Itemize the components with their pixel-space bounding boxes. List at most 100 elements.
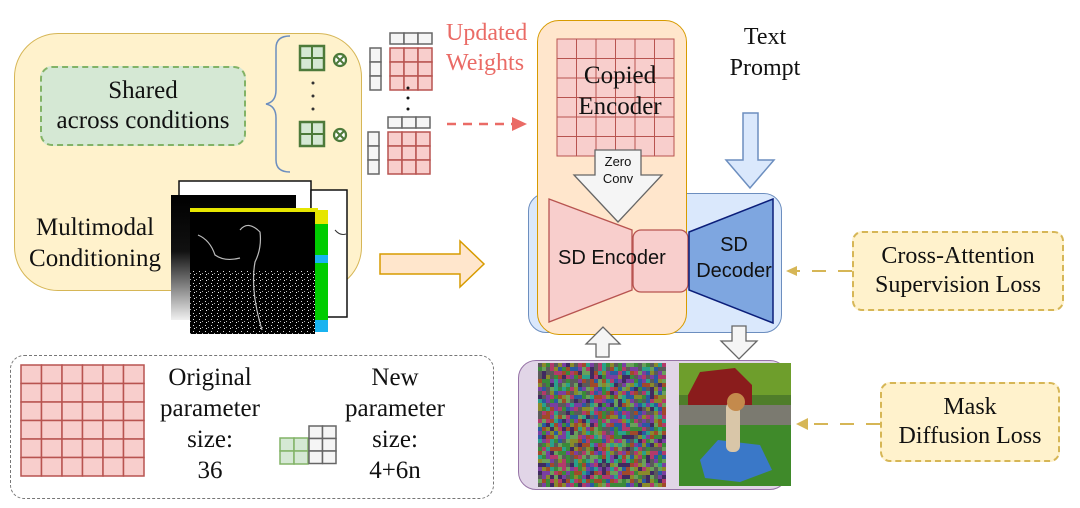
noise-pixel <box>658 459 662 463</box>
noise-pixel <box>642 383 646 387</box>
noise-pixel <box>654 447 658 451</box>
noise-pixel <box>618 479 622 483</box>
noise-pixel <box>654 451 658 455</box>
noise-pixel <box>598 471 602 475</box>
noise-pixel <box>574 367 578 371</box>
legend-red-cell <box>61 438 84 459</box>
noise-pixel <box>550 475 554 479</box>
noise-pixel <box>590 403 594 407</box>
noise-pixel <box>598 411 602 415</box>
noise-pixel <box>566 463 570 467</box>
noise-pixel <box>602 483 606 487</box>
noise-pixel <box>554 423 558 427</box>
legend-red-cell <box>102 401 125 422</box>
noise-pixel <box>582 375 586 379</box>
noise-pixel <box>626 379 630 383</box>
noise-pixel <box>614 399 618 403</box>
noise-pixel <box>610 371 614 375</box>
noise-pixel <box>618 419 622 423</box>
noise-pixel <box>598 415 602 419</box>
noise-pixel <box>566 471 570 475</box>
noise-pixel <box>586 447 590 451</box>
noise-pixel <box>558 447 562 451</box>
noise-pixel <box>542 455 546 459</box>
noise-pixel <box>658 463 662 467</box>
noise-pixel <box>558 443 562 447</box>
noise-pixel <box>638 483 642 487</box>
noise-pixel <box>546 363 550 367</box>
noise-pixel <box>626 375 630 379</box>
text-prompt-label: Text Prompt <box>715 22 815 84</box>
noise-pixel <box>638 419 642 423</box>
noise-pixel <box>630 407 634 411</box>
conditioning-input-arrow <box>379 239 486 289</box>
noise-pixel <box>542 467 546 471</box>
noise-pixel <box>654 467 658 471</box>
noise-pixel <box>586 411 590 415</box>
legend-red-cell <box>40 364 63 385</box>
noise-pixel <box>618 483 622 487</box>
noise-pixel <box>590 423 594 427</box>
noise-pixel <box>570 415 574 419</box>
noise-pixel <box>622 475 626 479</box>
noise-pixel <box>602 479 606 483</box>
legend-grey-cell <box>321 450 337 465</box>
original-line2: parameter <box>160 395 260 422</box>
noise-pixel <box>538 371 542 375</box>
noise-pixel <box>602 463 606 467</box>
noise-pixel <box>590 383 594 387</box>
red-weight-cell <box>403 75 419 91</box>
noise-pixel <box>590 435 594 439</box>
noise-pixel <box>626 483 630 487</box>
noise-pixel <box>578 391 582 395</box>
noise-pixel <box>542 399 546 403</box>
noise-pixel <box>626 367 630 371</box>
noise-pixel <box>570 419 574 423</box>
legend-red-cell <box>102 364 125 385</box>
noise-pixel <box>554 467 558 471</box>
noise-pixel <box>582 475 586 479</box>
noise-pixel <box>610 415 614 419</box>
noise-pixel <box>654 475 658 479</box>
noise-pixel <box>626 403 630 407</box>
noise-pixel <box>662 463 666 467</box>
noise-pixel <box>622 467 626 471</box>
noise-pixel <box>646 395 650 399</box>
noise-pixel <box>630 423 634 427</box>
noise-pixel <box>650 439 654 443</box>
noise-pixel <box>574 427 578 431</box>
noise-pixel <box>586 463 590 467</box>
noise-pixel <box>658 479 662 483</box>
noise-pixel <box>602 399 606 403</box>
noise-pixel <box>570 395 574 399</box>
noise-pixel <box>566 475 570 479</box>
noise-pixel <box>622 479 626 483</box>
noise-pixel <box>538 471 542 475</box>
noise-pixel <box>590 375 594 379</box>
noise-pixel <box>542 447 546 451</box>
noise-pixel <box>566 415 570 419</box>
noise-pixel <box>582 483 586 487</box>
noise-pixel <box>538 439 542 443</box>
noise-pixel <box>586 371 590 375</box>
noise-pixel <box>634 475 638 479</box>
ellipsis-dot <box>311 94 315 98</box>
noise-pixel <box>562 475 566 479</box>
original-line3: size: <box>187 426 233 453</box>
red-weight-cell <box>389 61 405 77</box>
noise-pixel <box>634 443 638 447</box>
noise-pixel <box>630 435 634 439</box>
noise-pixel <box>550 387 554 391</box>
noise-pixel <box>618 411 622 415</box>
noise-pixel <box>658 455 662 459</box>
noise-pixel <box>642 479 646 483</box>
noise-pixel <box>546 367 550 371</box>
noise-pixel <box>642 391 646 395</box>
noise-pixel <box>598 387 602 391</box>
noise-pixel <box>634 367 638 371</box>
noise-pixel <box>614 375 618 379</box>
noise-pixel <box>558 367 562 371</box>
grey-vector-cell <box>401 116 417 129</box>
noise-pixel <box>650 371 654 375</box>
noise-pixel <box>638 387 642 391</box>
